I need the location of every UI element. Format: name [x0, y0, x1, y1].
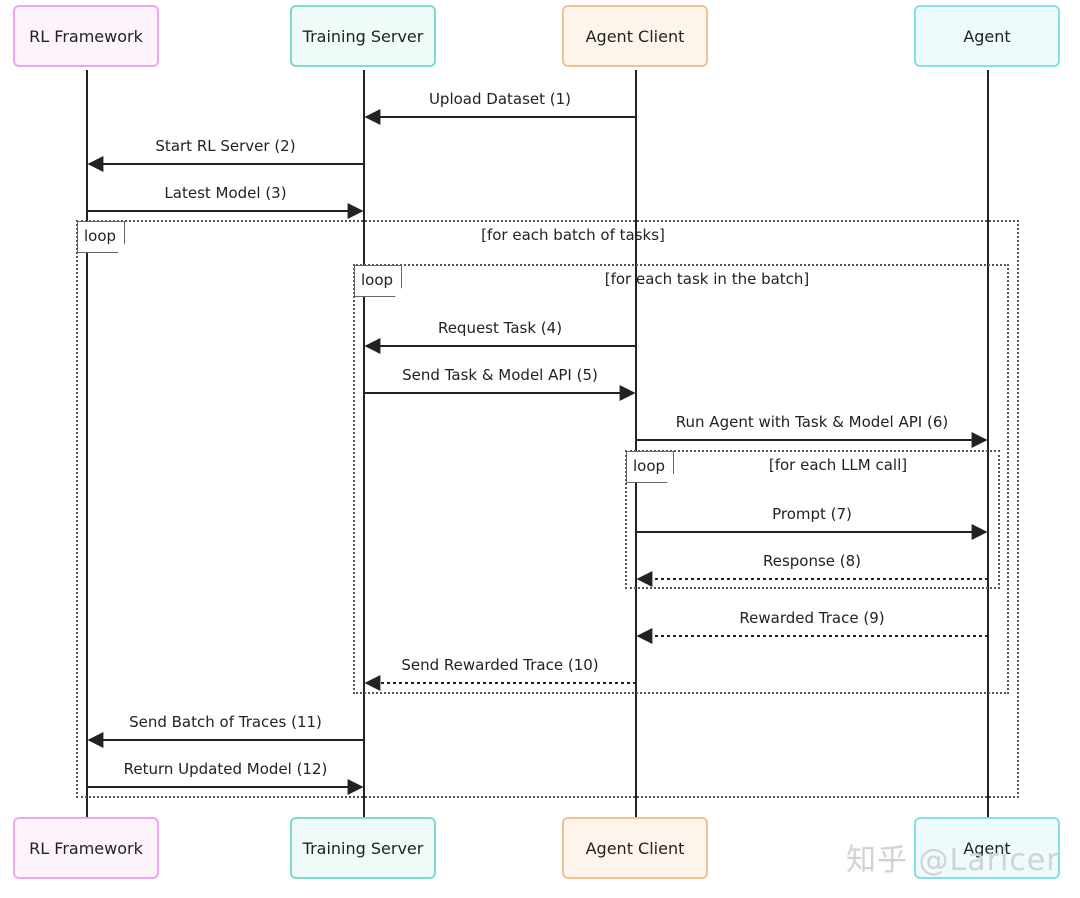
- actor-agent-top: Agent: [914, 5, 1060, 67]
- lifeline-rl-framework: [86, 70, 88, 818]
- message-label: Upload Dataset (1): [428, 90, 572, 108]
- loop-condition: [for each LLM call]: [768, 456, 908, 474]
- message-label: Start RL Server (2): [155, 137, 296, 155]
- lifeline-training-server: [363, 70, 365, 818]
- lifeline-agent-client: [635, 70, 637, 818]
- lifeline-agent: [987, 70, 989, 818]
- actor-agent-client-top: Agent Client: [562, 5, 708, 67]
- actor-rl-framework-top: RL Framework: [13, 5, 159, 67]
- loop-condition: [for each batch of tasks]: [481, 226, 665, 244]
- message-label: Send Batch of Traces (11): [129, 713, 322, 731]
- message-label: Return Updated Model (12): [123, 760, 328, 778]
- message-label: Response (8): [762, 552, 862, 570]
- message-label: Latest Model (3): [164, 184, 287, 202]
- message-label: Send Task & Model API (5): [402, 366, 598, 384]
- loop-tag: loop: [626, 451, 675, 483]
- message-label: Request Task (4): [437, 319, 563, 337]
- loop-tag: loop: [354, 265, 403, 297]
- watermark: 知乎 @Laricer: [846, 843, 1060, 878]
- loop-frame-middle: loop [for each task in the batch]: [353, 264, 1009, 694]
- loop-frame-inner: loop [for each LLM call]: [625, 450, 1000, 589]
- actor-training-server-top: Training Server: [290, 5, 436, 67]
- actor-training-server-bottom: Training Server: [290, 817, 436, 879]
- message-label: Send Rewarded Trace (10): [401, 656, 599, 674]
- actor-agent-bottom: Agent: [914, 817, 1060, 879]
- loop-condition: [for each task in the batch]: [604, 270, 810, 288]
- loop-frame-outer: loop [for each batch of tasks]: [76, 220, 1019, 798]
- message-label: Prompt (7): [772, 505, 852, 523]
- loop-tag: loop: [77, 221, 126, 253]
- message-label: Run Agent with Task & Model API (6): [675, 413, 949, 431]
- actor-agent-client-bottom: Agent Client: [562, 817, 708, 879]
- actor-rl-framework-bottom: RL Framework: [13, 817, 159, 879]
- message-label: Rewarded Trace (9): [739, 609, 885, 627]
